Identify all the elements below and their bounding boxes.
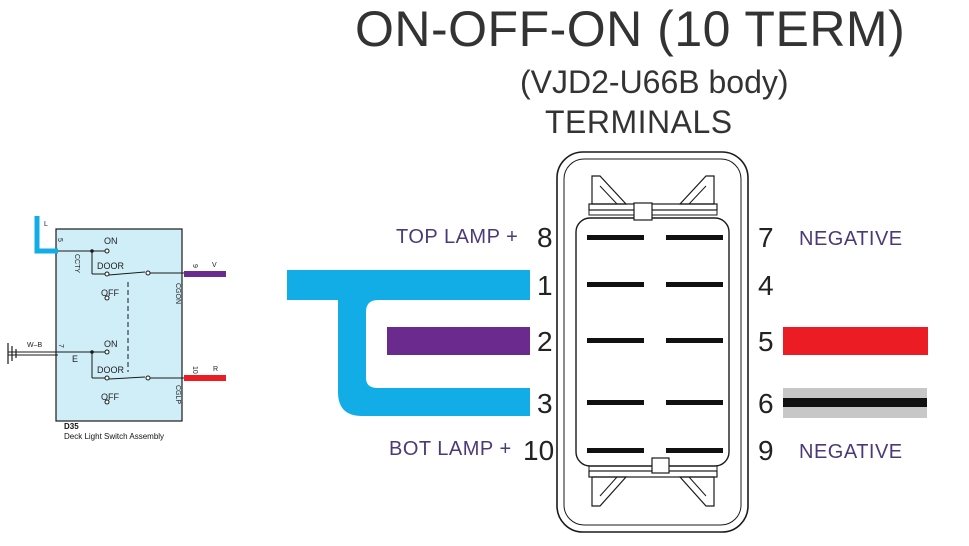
schematic-wire-l: L bbox=[44, 221, 48, 228]
terminal-blades bbox=[587, 235, 723, 453]
schematic-door-bottom: DOOR bbox=[97, 365, 124, 375]
blue-wire-L bbox=[34, 216, 58, 254]
purple-wire-V bbox=[184, 271, 226, 277]
purple-wire-2 bbox=[387, 327, 530, 355]
terminal-3: 3 bbox=[537, 388, 553, 419]
switch-body bbox=[556, 151, 749, 533]
label-bot-lamp: BOT LAMP + bbox=[389, 438, 512, 460]
schematic-cglp: CGLP bbox=[174, 385, 181, 405]
terminal-6: 6 bbox=[758, 388, 774, 419]
terminal-2: 2 bbox=[537, 326, 553, 357]
schematic-pin-7: 7 bbox=[57, 344, 64, 348]
red-wire-5 bbox=[783, 327, 928, 355]
schematic-off-bottom: OFF bbox=[101, 392, 119, 402]
blue-wire-1-3 bbox=[287, 270, 530, 416]
model-subtitle: (VJD2-U66B body) bbox=[520, 64, 789, 100]
schematic-ccty: CCTY bbox=[73, 254, 80, 274]
schematic-e: E bbox=[72, 354, 79, 364]
label-top-lamp: TOP LAMP + bbox=[396, 226, 519, 248]
bottom-clip bbox=[588, 457, 718, 507]
schematic-pin-10: 10 bbox=[191, 366, 198, 374]
schematic-box bbox=[7, 216, 226, 422]
terminal-7: 7 bbox=[758, 222, 774, 253]
terminal-10: 10 bbox=[523, 435, 555, 466]
red-wire-R bbox=[184, 375, 226, 381]
terminal-8: 8 bbox=[537, 222, 553, 253]
terminals-heading: TERMINALS bbox=[545, 104, 733, 140]
top-clip bbox=[588, 175, 718, 221]
schematic-wire-wb: W–B bbox=[27, 342, 43, 349]
schematic-wire-r: R bbox=[213, 366, 219, 373]
schematic-on-top: ON bbox=[104, 236, 118, 246]
terminal-4: 4 bbox=[758, 270, 774, 301]
schematic-pin-5: 5 bbox=[56, 238, 63, 242]
terminal-1: 1 bbox=[537, 270, 553, 301]
ground-icon bbox=[7, 343, 17, 364]
schematic-pin-9: 9 bbox=[191, 264, 198, 268]
terminal-9: 9 bbox=[758, 435, 774, 466]
schematic-cgon: CGON bbox=[174, 283, 181, 304]
schematic-caption: Deck Light Switch Assembly bbox=[64, 432, 165, 441]
schematic-code: D35 bbox=[64, 422, 79, 431]
schematic-off-top: OFF bbox=[101, 288, 119, 298]
terminal-5: 5 bbox=[758, 326, 774, 357]
label-negative-top: NEGATIVE bbox=[799, 228, 903, 250]
black-wire-6 bbox=[783, 388, 927, 418]
schematic-door-top: DOOR bbox=[97, 261, 124, 271]
label-negative-bottom: NEGATIVE bbox=[799, 441, 903, 463]
schematic-wire-v: V bbox=[212, 262, 217, 269]
schematic-on-bottom: ON bbox=[104, 339, 118, 349]
page-title: ON-OFF-ON (10 TERM) bbox=[355, 1, 906, 57]
